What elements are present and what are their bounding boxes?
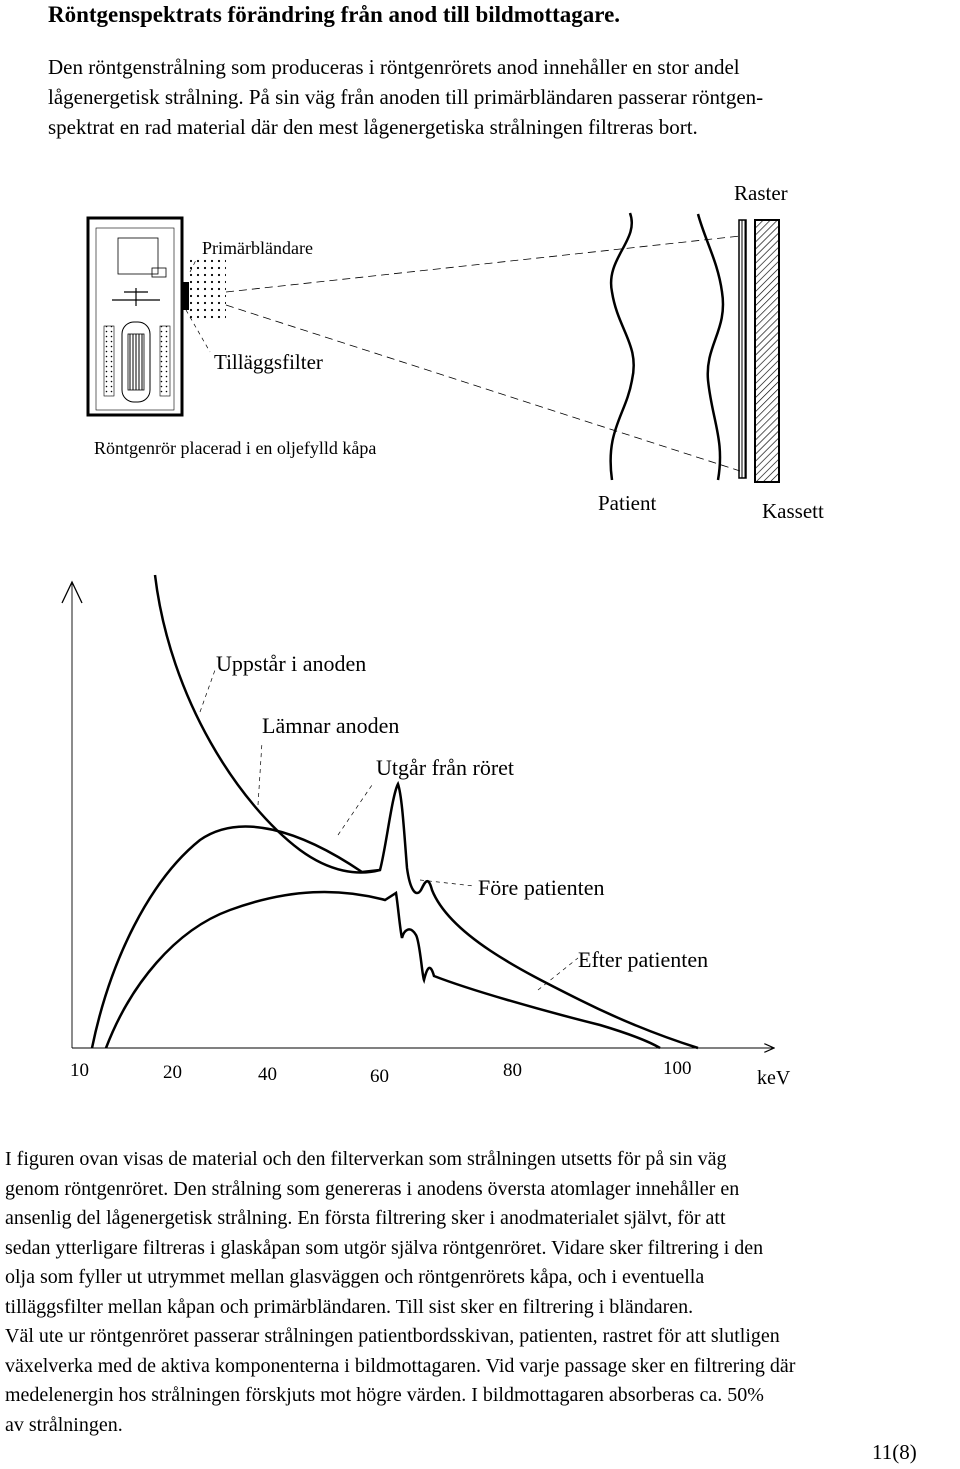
body-line: genom röntgenröret. Den strålning som ge… [5,1177,740,1200]
body-paragraph: I figuren ovan visas de material och den… [5,1145,957,1440]
tube-housing [86,216,226,417]
x-tick-label: 100 [663,1058,692,1079]
body-line: medelenergin hos strålningen förskjuts m… [5,1384,764,1406]
added-filter-label: Tilläggsfilter [214,350,323,374]
intro-line: Den röntgenstrålning som produceras i rö… [48,55,740,79]
x-tick-label: 60 [370,1066,389,1087]
x-tick-label: 20 [163,1062,182,1083]
x-tick-label: 10 [70,1060,89,1081]
curve-anode [153,574,381,874]
tube-housing-label: Röntgenrör placerad i en oljefylld kåpa [94,438,376,458]
leader-lines [185,259,211,353]
body-line: av strålningen. [5,1413,123,1436]
label-utgar: Utgår från röret [376,755,514,780]
page-title: Röntgenspektrats förändring från anod ti… [48,2,621,27]
beam-lines [225,235,741,472]
body-line: tilläggsfilter mellan kåpan och primärbl… [5,1295,694,1318]
x-axis-label: keV [757,1067,791,1089]
primary-collimator-label: Primärbländare [202,238,313,258]
patient-outline [609,212,725,481]
curve-leaves-anode [90,780,699,1050]
body-line: olja som fyller ut utrymmet mellan glasv… [5,1266,705,1288]
patient-label: Patient [598,491,656,515]
label-uppstar: Uppstår i anoden [216,651,366,676]
label-lamnar: Lämnar anoden [262,713,399,738]
x-tick-label: 80 [503,1060,522,1081]
intro-line: lågenergetisk strålning. På sin väg från… [48,85,764,109]
body-line: I figuren ovan visas de material och den… [5,1148,727,1170]
body-line: växelverka med de aktiva komponenterna i… [5,1354,796,1377]
cassette-label: Kassett [762,499,824,523]
body-line: ansenlig del lågenergetisk strålning. En… [5,1207,726,1229]
label-fore: Före patienten [478,875,604,900]
raster-label: Raster [734,181,788,205]
body-line: sedan ytterligare filtreras i glaskåpan … [5,1236,764,1259]
raster [738,219,747,479]
label-efter: Efter patienten [578,947,708,972]
spectrum-curves [90,574,699,1050]
intro-paragraph: Den röntgenstrålning som produceras i rö… [48,52,928,142]
x-tick-label: 40 [258,1064,277,1085]
curve-leaders [199,669,579,991]
chart-axes [61,580,774,1048]
x-tick-labels: 10 20 40 60 80 100 [70,1058,692,1087]
intro-line: spektrat en rad material där den mest lå… [48,115,698,139]
added-filter [182,282,189,310]
body-line: Väl ute ur röntgenröret passerar strålni… [5,1325,780,1347]
cassette [754,219,780,483]
page-number: 11(8) [872,1440,917,1464]
curve-before-patient [104,890,661,1050]
primary-collimator [190,258,226,322]
